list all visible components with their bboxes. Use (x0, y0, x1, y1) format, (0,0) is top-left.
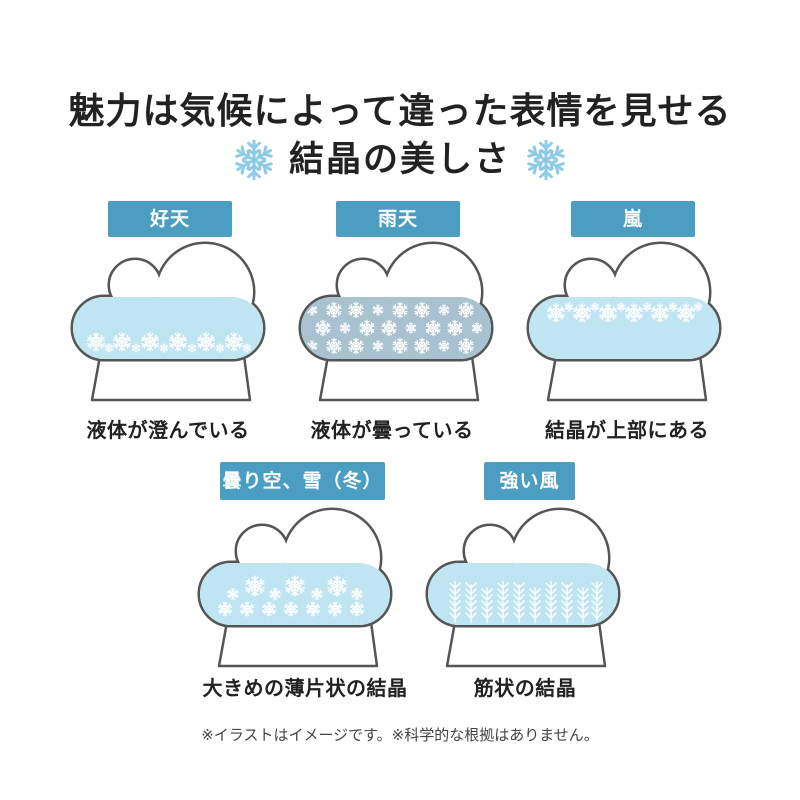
streak-crystal (545, 581, 557, 623)
headline: 魅力は気候によって違った表情を見せる (68, 91, 732, 132)
storm-glass-illustration-rainy (298, 241, 494, 402)
crystal-caption-sunny: 液体が澄んでいる (86, 418, 250, 442)
crystal-caption-cloudy-snow: 大きめの薄片状の結晶 (202, 676, 408, 700)
streak-crystal (481, 587, 493, 623)
weather-label-sunny: 好天 (108, 201, 232, 237)
subheadline: 結晶の美しさ (0, 137, 800, 183)
disclaimer-note: ※イラストはイメージです。※科学的な根拠はありません。 (201, 726, 599, 744)
streak-crystal (513, 582, 525, 623)
streak-crystal (465, 582, 477, 623)
glass-stand (318, 355, 480, 402)
crystal-caption-rainy: 液体が曇っている (310, 418, 474, 442)
streak-crystal (591, 581, 603, 623)
weather-label-rainy: 雨天 (336, 201, 460, 237)
weather-label-strong-wind: 強い風 (484, 462, 575, 500)
crystal-caption-storm: 結晶が上部にある (545, 418, 709, 442)
subheadline-text: 結晶の美しさ (288, 140, 511, 180)
storm-glass-illustration-strong-wind (425, 507, 621, 668)
streak-crystal (497, 581, 509, 623)
snowflake-icon (525, 139, 567, 181)
weather-label-cloudy-snow: 曇り空、雪（冬） (220, 462, 385, 500)
streak-crystal (449, 581, 461, 623)
weather-label-storm: 嵐 (571, 201, 695, 237)
streak-crystal (577, 587, 589, 623)
streak-crystal (529, 587, 541, 623)
liquid (428, 563, 618, 625)
storm-glass-illustration-cloudy-snow (197, 507, 393, 668)
crystals (449, 581, 603, 623)
glass-stand (546, 355, 708, 402)
storm-glass-illustration-sunny (70, 241, 266, 402)
glass-stand (217, 621, 379, 668)
glass-stand (90, 355, 252, 402)
glass-stand (445, 621, 607, 668)
crystal-caption-strong-wind: 筋状の結晶 (473, 676, 577, 700)
streak-crystal (561, 582, 573, 623)
storm-glass-illustration-storm (526, 241, 722, 402)
snowflake-icon (233, 139, 275, 181)
